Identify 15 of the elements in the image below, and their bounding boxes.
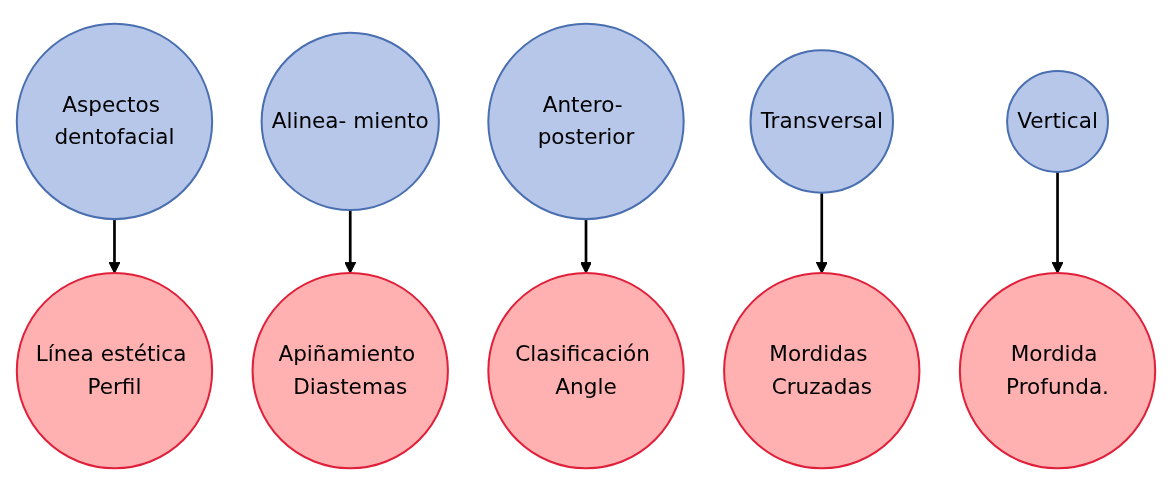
node-circle: Aspectos dentofacial [15,23,214,221]
arrow [580,219,592,274]
node-circle: Línea estética Perfil [15,272,214,470]
node-circle: Clasificación Angle [487,272,685,470]
arrow [344,210,357,274]
node-circle: Mordida Profunda. [958,272,1157,470]
arrow [1051,172,1064,274]
node-circle: Antero- posterior [487,23,685,221]
node-circle: Vertical [1006,70,1109,174]
node-circle: Transversal [749,49,894,195]
arrow [815,193,828,274]
node-circle: Alinea- miento [260,32,440,212]
arrow [108,219,121,274]
node-circle: Apiñamiento Diastemas [251,272,449,470]
node-circle: Mordidas Cruzadas [723,272,921,470]
